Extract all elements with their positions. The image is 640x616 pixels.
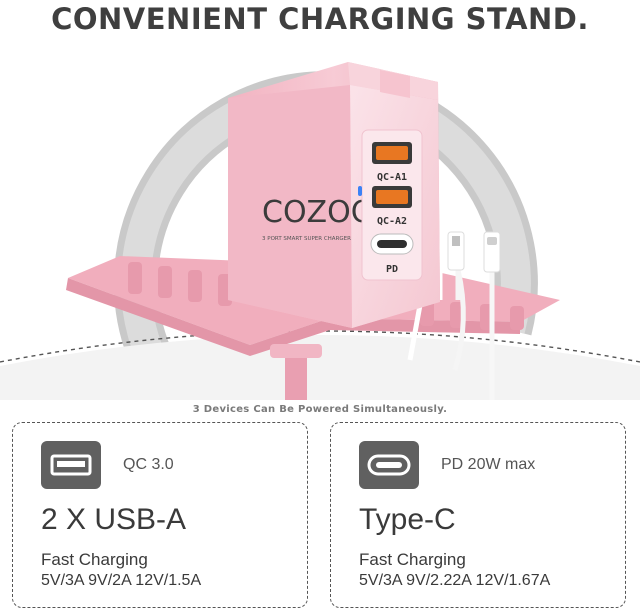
usb-c-card: PD 20W max Type-C Fast Charging 5V/3A 9V… — [330, 422, 626, 608]
headline: CONVENIENT CHARGING STAND. — [51, 2, 589, 36]
port-label-qc-a2: QC-A2 — [377, 216, 407, 227]
status-led — [358, 186, 362, 196]
usb-c-port-icon — [359, 441, 419, 489]
usb-c-badge: PD 20W max — [441, 456, 536, 473]
port-label-qc-a1: QC-A1 — [377, 172, 407, 183]
usb-c-fast-label: Fast Charging — [359, 550, 466, 569]
charging-stand-illustration: COZOO 3 PORT SMART SUPER CHARGER QC-A1 Q… — [0, 62, 640, 400]
usb-c-specs: 5V/3A 9V/2.22A 12V/1.67A — [359, 572, 551, 589]
usb-a-port-icon — [41, 441, 101, 489]
usb-a-card: QC 3.0 2 X USB-A Fast Charging 5V/3A 9V/… — [12, 422, 308, 608]
charger-brand: COZOO — [262, 195, 374, 230]
usb-a-title: 2 X USB-A — [41, 503, 187, 536]
port-label-pd: PD — [386, 264, 398, 275]
charger-subtitle: 3 PORT SMART SUPER CHARGER — [262, 236, 351, 242]
usb-a-fast-label: Fast Charging — [41, 550, 148, 569]
port-panel: QC-A1 QC-A2 PD — [358, 129, 423, 281]
charging-cables — [407, 231, 501, 400]
caption: 3 Devices Can Be Powered Simultaneously. — [192, 404, 448, 415]
usb-a-specs: 5V/3A 9V/2A 12V/1.5A — [41, 572, 202, 589]
usb-a-badge: QC 3.0 — [123, 456, 174, 473]
usb-c-title: Type-C — [359, 503, 456, 536]
stand-post — [285, 345, 307, 400]
